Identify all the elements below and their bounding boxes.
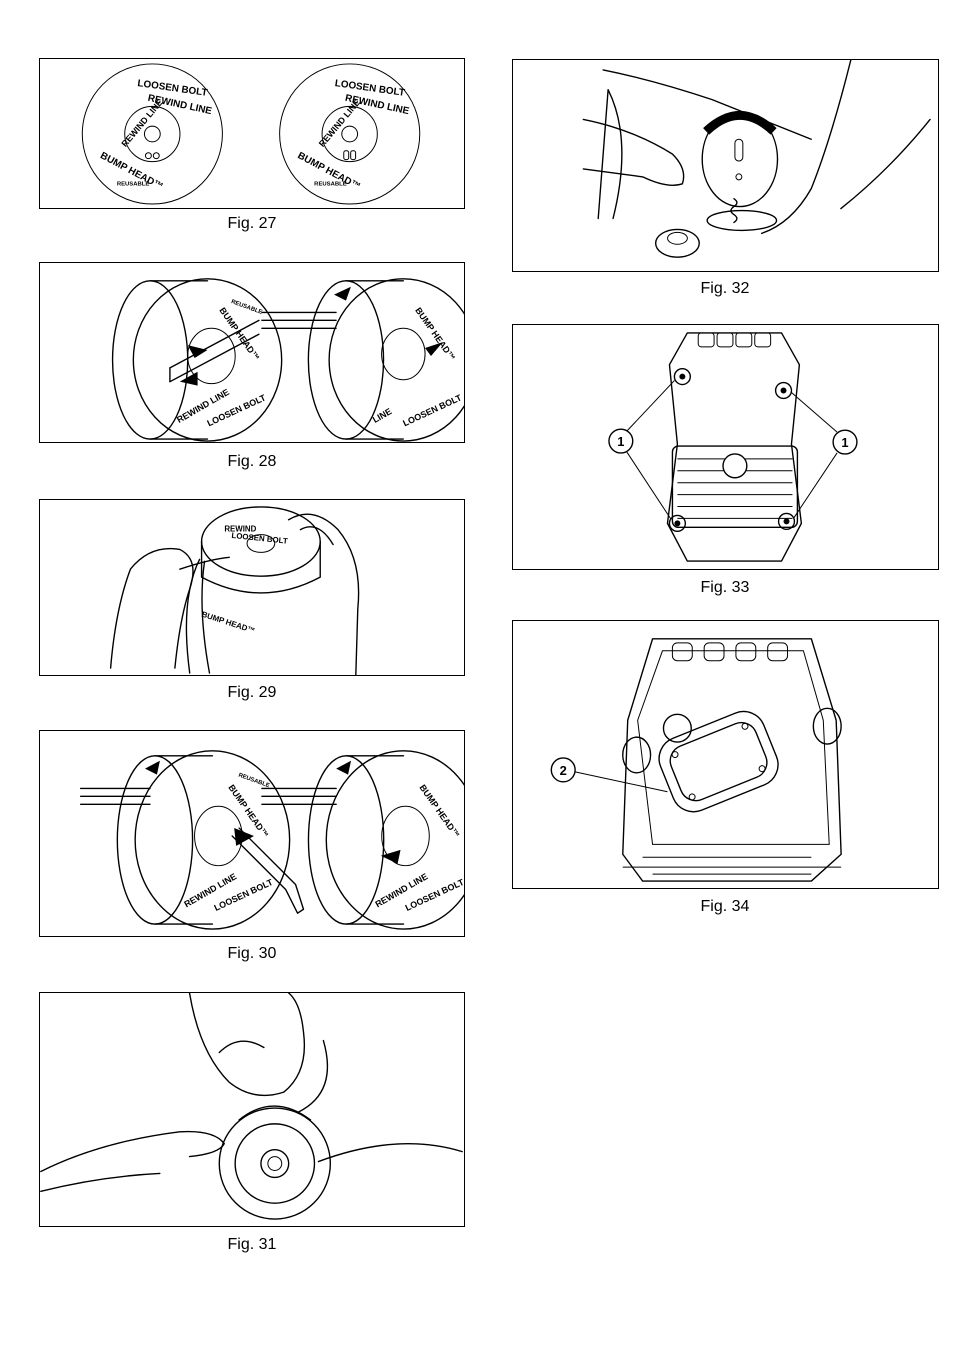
callout-1-right	[832, 429, 858, 455]
air-filter-cover-screws-illustration: 1 1	[608, 332, 858, 562]
bump-head-label: BUMP HEAD™	[201, 610, 257, 636]
reusable-label: REUSABLE	[314, 181, 347, 187]
bump-head-label: BUMP HEAD™	[226, 783, 270, 840]
loosen-bolt-label: LOOSEN BOLT	[401, 392, 463, 428]
figure-28-panel: BUMP HEAD™ LOOSEN BOLT REWIND LINE REUSA…	[39, 262, 465, 443]
bump-head-label: BUMP HEAD™	[417, 783, 461, 840]
hand-winding-line-illustration: LOOSEN BOLT REWIND BUMP HEAD™	[109, 506, 360, 675]
rewind-label: REWIND	[224, 525, 256, 534]
reusable-label: REUSABLE	[230, 299, 263, 316]
callout-1-left-label: 1	[617, 434, 624, 449]
callout-2	[550, 757, 576, 783]
figure-34-panel: 2	[512, 620, 939, 889]
figure-34-caption: Fig. 34	[700, 898, 750, 915]
figure-27-caption: Fig. 27	[227, 215, 277, 232]
reusable-label: REUSABLE	[117, 181, 150, 187]
figure-33-panel: 1 1	[512, 324, 939, 570]
line-label: LINE	[371, 406, 394, 425]
figure-31-caption: Fig. 31	[227, 1236, 277, 1253]
figure-31-panel	[39, 992, 465, 1227]
callout-1-right-label: 1	[841, 435, 848, 450]
figure-30-panel: BUMP HEAD™ LOOSEN BOLT REWIND LINE REUSA…	[39, 730, 465, 937]
rewind-line-inner-label: REWIND LINE	[119, 97, 164, 148]
figure-28-caption: Fig. 28	[227, 453, 277, 470]
callout-2-label: 2	[560, 763, 567, 778]
bump-head-label: BUMP HEAD™	[413, 305, 457, 362]
line-insertion-illustration	[40, 993, 463, 1220]
figure-27-panel: LOOSEN BOLT REWIND LINE REWIND LINE BUMP…	[39, 58, 465, 209]
figure-29-panel: LOOSEN BOLT REWIND BUMP HEAD™	[39, 499, 465, 676]
callout-1-left	[608, 428, 634, 454]
figure-29-caption: Fig. 29	[227, 684, 277, 701]
spool-removal-illustration	[582, 60, 931, 258]
spool-bolt-rewind-illustration: BUMP HEAD™ LOOSEN BOLT REWIND LINE REUSA…	[79, 750, 464, 930]
bump-head-labels-illustration: LOOSEN BOLT REWIND LINE REWIND LINE BUMP…	[81, 63, 421, 205]
spool-rewind-illustration: BUMP HEAD™ LOOSEN BOLT REWIND LINE REUSA…	[111, 278, 464, 442]
figure-32-caption: Fig. 32	[700, 280, 750, 297]
figure-32-panel	[512, 59, 939, 272]
air-filter-element-illustration: 2	[550, 638, 842, 882]
rewind-line-inner-label: REWIND LINE	[317, 97, 362, 148]
bump-head-label: BUMP HEAD™	[217, 305, 261, 362]
figure-30-caption: Fig. 30	[227, 945, 277, 962]
figure-33-caption: Fig. 33	[700, 579, 750, 596]
